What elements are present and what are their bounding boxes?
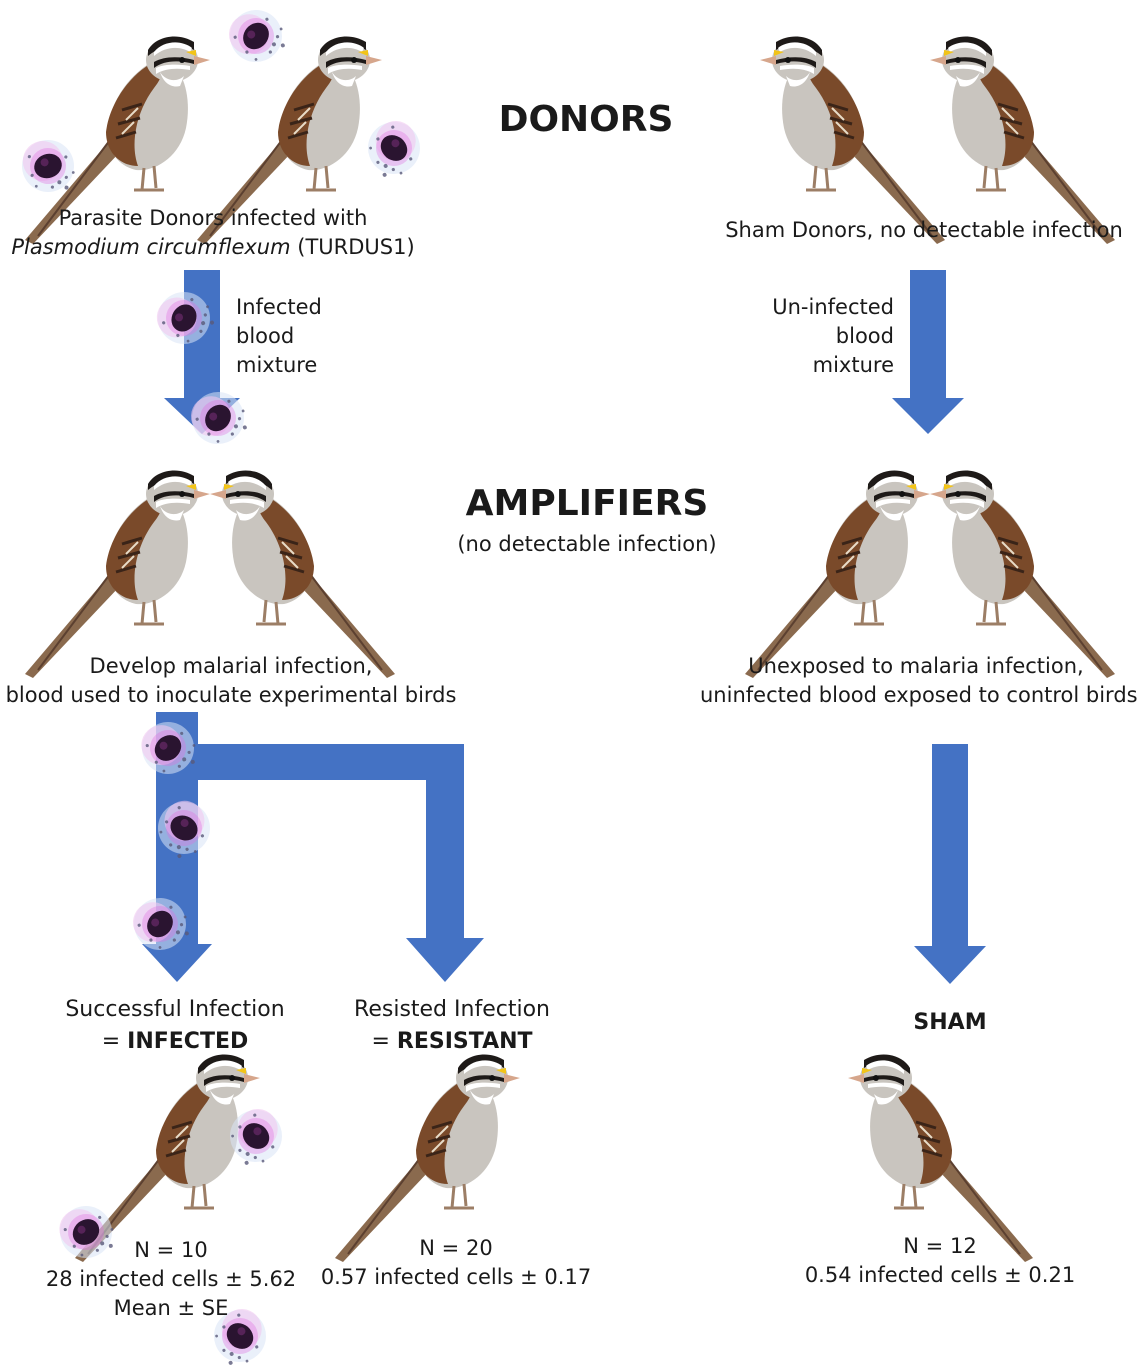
amplifiers-heading: AMPLIFIERS (456, 484, 718, 524)
sham-donor-caption: Sham Donors, no detectable infection (714, 216, 1134, 245)
sham-group-title: SHAM (880, 1008, 1020, 1037)
resistant-label: RESISTANT (397, 1029, 533, 1054)
donors-heading: DONORS (486, 100, 686, 140)
sham-group-arrow (914, 744, 986, 984)
amplifier-bird-icon (210, 470, 395, 678)
species-name: Plasmodium circumflexum (11, 235, 290, 259)
amplifier-bird-icon (25, 470, 210, 678)
parasite-donor-caption: Parasite Donors infected with Plasmodium… (0, 204, 426, 262)
resistant-stats: N = 20 0.57 infected cells ± 0.17 (318, 1234, 594, 1292)
parasite-icon (223, 2, 291, 69)
control-amplifier-bird-icon (745, 470, 930, 678)
sham-donor-bird-icon (760, 36, 945, 244)
sham-donor-bird-icon (930, 36, 1115, 244)
resistant-group-arrow (198, 744, 484, 982)
parasite-icon (361, 115, 428, 183)
control-amplifier-caption: Unexposed to malaria infection, uninfect… (700, 652, 1132, 710)
amplifiers-subheading: (no detectable infection) (446, 530, 728, 559)
uninfected-blood-label: Un-infected blood mixture (740, 293, 894, 380)
amplifier-caption: Develop malarial infection, blood used t… (0, 652, 462, 710)
uninfected-blood-arrow (892, 270, 964, 434)
infected-blood-label: Infected blood mixture (236, 293, 322, 380)
resistant-group-title: Resisted Infection = RESISTANT (330, 994, 574, 1058)
infected-stats: N = 10 28 infected cells ± 5.62 Mean ± S… (30, 1236, 312, 1323)
strain-name: (TURDUS1) (297, 235, 414, 259)
sham-stats: N = 12 0.54 infected cells ± 0.21 (800, 1232, 1080, 1290)
control-amplifier-bird-icon (930, 470, 1115, 678)
infected-group-title: Successful Infection = INFECTED (40, 994, 310, 1058)
infected-label: INFECTED (127, 1029, 248, 1054)
sham-bird-icon (848, 1054, 1033, 1262)
resistant-bird-icon (335, 1054, 520, 1262)
